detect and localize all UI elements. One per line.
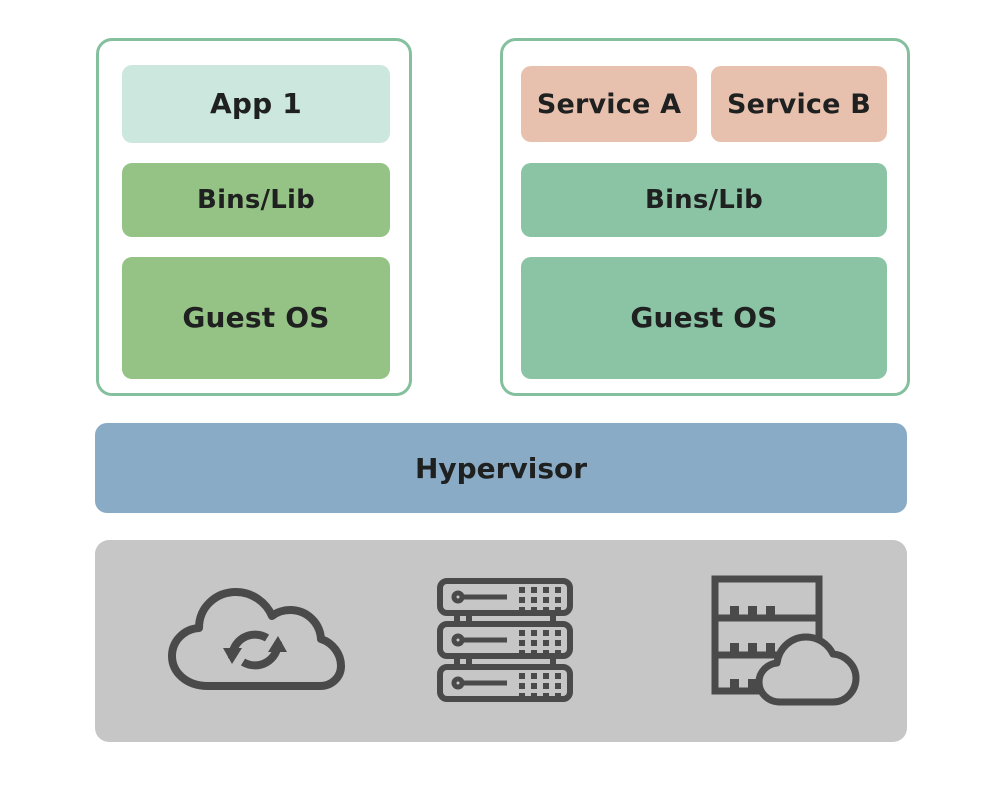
rack-cloud-icon [655,540,915,742]
server-rack-icon [395,540,615,742]
layer-guest-os-left[interactable]: Guest OS [122,257,390,379]
layer-guest-os-right[interactable]: Guest OS [521,257,887,379]
layer-service-b[interactable]: Service B [711,66,887,142]
cloud-sync-icon [115,540,395,742]
infrastructure-panel[interactable] [95,540,907,742]
layer-service-a[interactable]: Service A [521,66,697,142]
layer-bins-lib-left[interactable]: Bins/Lib [122,163,390,237]
layer-app-1[interactable]: App 1 [122,65,390,143]
vm-container-left[interactable]: App 1 Bins/Lib Guest OS [96,38,412,396]
layer-bins-lib-right[interactable]: Bins/Lib [521,163,887,237]
hypervisor-bar[interactable]: Hypervisor [95,423,907,513]
vm-container-right[interactable]: Service A Service B Bins/Lib Guest OS [500,38,910,396]
